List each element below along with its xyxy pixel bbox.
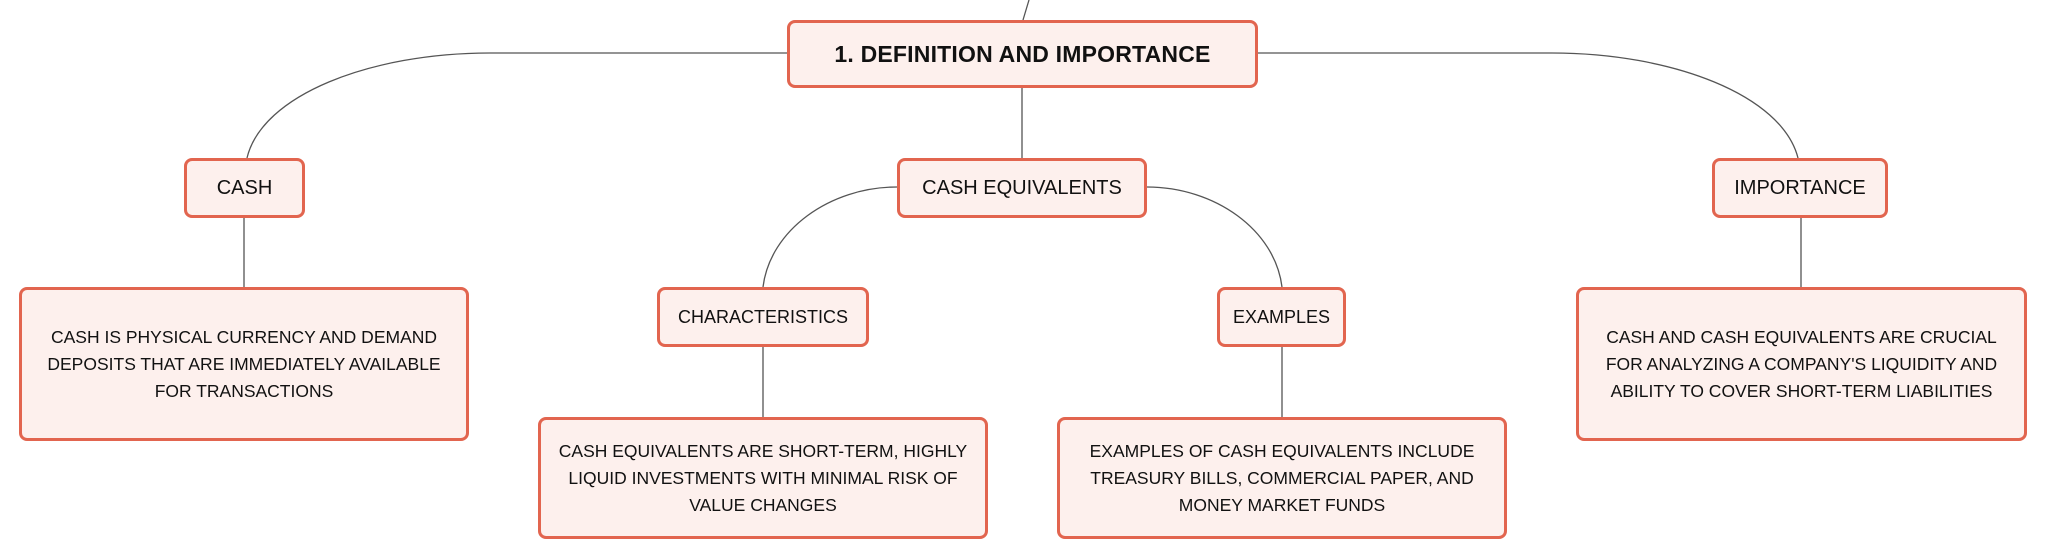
importance-node-label: IMPORTANCE [1734,176,1866,199]
importance-node[interactable]: IMPORTANCE [1712,158,1888,218]
cash-detail-node[interactable]: CASH IS PHYSICAL CURRENCY AND DEMAND DEP… [19,287,469,441]
connector-root-to-cash [246,52,787,159]
connector-cash-equivalents-to-characteristics [762,186,898,288]
root-node-label: 1. DEFINITION AND IMPORTANCE [834,40,1211,67]
importance-detail-node[interactable]: CASH AND CASH EQUIVALENTS ARE CRUCIAL FO… [1576,287,2027,441]
root-node[interactable]: 1. DEFINITION AND IMPORTANCE [787,20,1258,88]
examples-node-label: EXAMPLES [1232,306,1331,327]
cash-node-label: CASH [216,176,273,199]
cash-detail-text: CASH IS PHYSICAL CURRENCY AND DEMAND DEP… [47,326,441,401]
examples-detail-node[interactable]: EXAMPLES OF CASH EQUIVALENTS INCLUDE TRE… [1057,417,1507,539]
characteristics-detail-text: CASH EQUIVALENTS ARE SHORT-TERM, HIGHLY … [558,440,968,515]
characteristics-detail-node[interactable]: CASH EQUIVALENTS ARE SHORT-TERM, HIGHLY … [538,417,988,539]
examples-detail-text: EXAMPLES OF CASH EQUIVALENTS INCLUDE TRE… [1089,440,1475,515]
connector-root-to-importance [1258,52,1799,159]
examples-node[interactable]: EXAMPLES [1217,287,1346,347]
connector-parent-to-root [1022,0,1030,21]
connector-cash-equivalents-to-examples [1146,186,1283,288]
cash-equivalents-node-label: CASH EQUIVALENTS [922,176,1122,199]
cash-equivalents-node[interactable]: CASH EQUIVALENTS [897,158,1147,218]
importance-detail-text: CASH AND CASH EQUIVALENTS ARE CRUCIAL FO… [1605,326,1998,401]
cash-node[interactable]: CASH [184,158,305,218]
characteristics-node-label: CHARACTERISTICS [677,306,848,327]
characteristics-node[interactable]: CHARACTERISTICS [657,287,869,347]
